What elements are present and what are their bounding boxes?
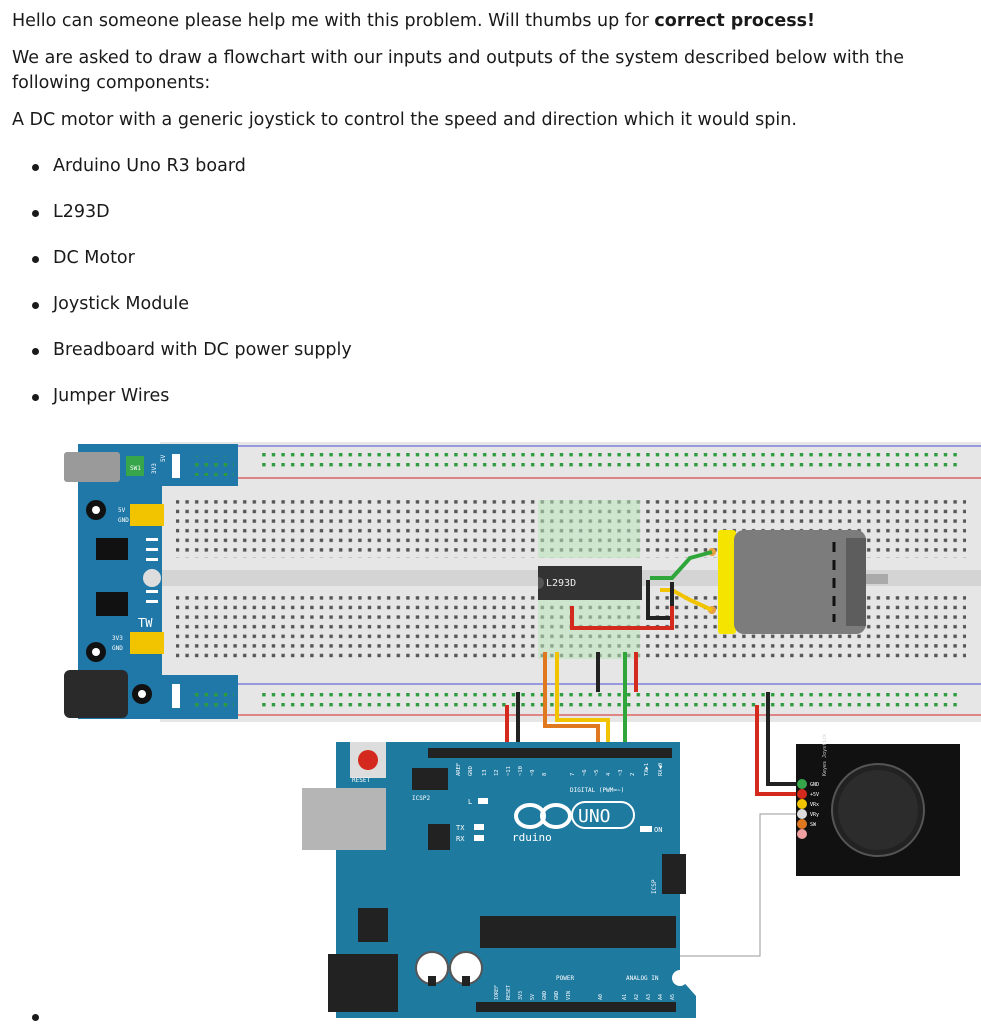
pin8-label: 8 (542, 773, 548, 776)
a3-pin-label: A3 (646, 994, 652, 1000)
list-item-label: Jumper Wires (53, 386, 170, 406)
dc-jack-icon (64, 670, 128, 718)
bullet-icon (32, 164, 39, 171)
vin-pin-label: VIN (566, 991, 572, 1000)
usb-b-port-icon (302, 788, 386, 850)
chip-label: L293D (546, 578, 576, 589)
bullet-icon (32, 210, 39, 217)
power-supply-module: SW1 3V3 5V 5V GND TW 3V3 GND (64, 444, 238, 719)
pin5-label: ~5 (594, 769, 600, 776)
intro-text: Hello can someone please help me with th… (12, 11, 655, 31)
usb-port-icon (64, 452, 120, 482)
pin2-label: 2 (630, 773, 636, 776)
breadboard-wires (570, 550, 713, 692)
reset-label: RESET (352, 777, 370, 784)
pin10-label: ~10 (518, 766, 524, 776)
bullet-icon (32, 348, 39, 355)
joy-vry-label: VRy (810, 812, 819, 818)
aref-label: AREF (456, 763, 462, 776)
list-item-label: L293D (53, 202, 110, 222)
pin7-label: 7 (570, 773, 576, 776)
rx0-label: RX◀0 (658, 763, 664, 776)
pin9-label: ~9 (530, 769, 536, 776)
digital-label: DIGITAL (PWM=~) (570, 787, 624, 794)
pm-3v3-left-label: 3V3 (112, 635, 123, 642)
empty-bullet-icon (32, 1014, 39, 1021)
pm-gnd-left2-label: GND (112, 645, 123, 652)
bullet-icon (32, 256, 39, 263)
a4-pin-label: A4 (658, 994, 664, 1000)
pin3-label: ~3 (618, 769, 624, 776)
pm-3v3-label: 3V3 (151, 463, 158, 474)
question-intro: Hello can someone please help me with th… (12, 9, 972, 34)
question-ask: We are asked to draw a flowchart with ou… (12, 48, 904, 93)
dc-motor (708, 530, 888, 634)
analog-in-label: ANALOG IN (626, 975, 659, 982)
pin4-label: 4 (606, 772, 612, 776)
gnd2-pin-label: GND (554, 991, 560, 1000)
arduino-logo-icon (514, 803, 572, 829)
joy-vrx-label: VRx (810, 802, 819, 808)
3v3-pin-label: 3V3 (518, 991, 524, 1000)
a1-pin-label: A1 (622, 994, 628, 1000)
joystick-side-label: Keyes Joystick (822, 734, 828, 776)
reset-pin-label: RESET (506, 985, 512, 1000)
bullet-icon (32, 394, 39, 401)
l293d-chip: L293D (538, 566, 642, 600)
a5-pin-label: A5 (670, 994, 676, 1000)
on-led-label: ON (654, 826, 662, 834)
pm-5v-left-label: 5V (118, 507, 126, 514)
bullet-icon (32, 302, 39, 309)
pm-5v-label: 5V (160, 454, 167, 462)
list-item-label: Breadboard with DC power supply (53, 340, 352, 360)
intro-bold-text: correct process! (654, 11, 816, 31)
arduino-logo-text: rduino (512, 831, 552, 844)
gnd1-pin-label: GND (542, 991, 548, 1000)
arduino-uno-board: RESET ICSP2 AREF GND 13 12 ~11 ~10 ~9 8 … (302, 742, 696, 1018)
power-switch[interactable] (126, 456, 144, 476)
rx-led-label: RX (456, 835, 465, 843)
joy-5v-label: +5V (810, 792, 819, 798)
barrel-jack-icon (328, 954, 398, 1012)
switch-label: SW1 (130, 465, 141, 472)
pm-gnd-left-label: GND (118, 517, 129, 524)
joystick-module: GND +5V VRx VRy SW Keyes Joystick (796, 734, 960, 876)
ioref-label: IOREF (494, 985, 500, 1000)
pm-tw-label: TW (138, 616, 153, 630)
pin11-label: ~11 (506, 766, 512, 776)
5v-pin-label: 5V (530, 994, 536, 1000)
icsp2-label: ICSP2 (412, 795, 430, 802)
icsp-label: ICSP (651, 879, 658, 894)
joy-gnd-label: GND (810, 782, 819, 788)
tx1-label: TX▶1 (644, 763, 650, 776)
a0-pin-label: A0 (598, 994, 604, 1000)
question-description: A DC motor with a generic joystick to co… (12, 110, 797, 130)
gnd-pin-label: GND (468, 766, 474, 776)
joy-sw-label: SW (810, 822, 817, 828)
circuit-diagram: SW1 3V3 5V 5V GND TW 3V3 GND L293D (64, 442, 981, 1018)
list-item-label: Arduino Uno R3 board (53, 156, 246, 176)
a2-pin-label: A2 (634, 994, 640, 1000)
list-item-label: DC Motor (53, 248, 135, 268)
l-led-label: L (468, 798, 472, 806)
power-header-label: POWER (556, 975, 574, 982)
pin6-label: ~6 (582, 769, 588, 776)
list-item-label: Joystick Module (53, 294, 190, 314)
pin12-label: 12 (494, 769, 500, 776)
tx-led-label: TX (456, 824, 465, 832)
pin13-label: 13 (482, 769, 488, 776)
uno-label: UNO (578, 806, 611, 827)
